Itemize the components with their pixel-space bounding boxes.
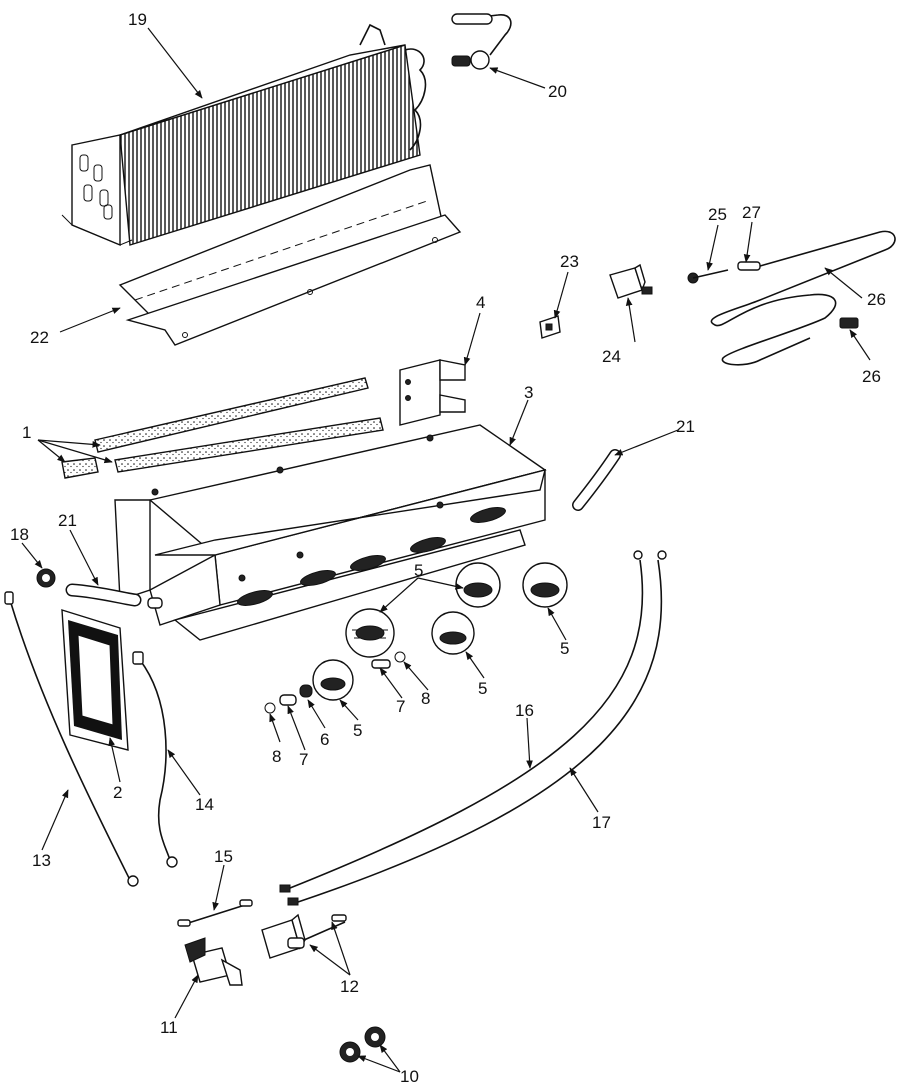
callout-10: 10	[400, 1067, 419, 1086]
callout-19: 19	[128, 10, 147, 29]
wire-lead-13	[4, 591, 139, 887]
callout-26-upper: 26	[867, 290, 886, 309]
callout-5-mid: 5	[478, 679, 487, 698]
evaporator-coil	[61, 23, 427, 247]
clip-ring-left	[264, 702, 276, 714]
callout-22: 22	[30, 328, 49, 347]
callout-13: 13	[32, 851, 51, 870]
drain-tube-right	[572, 449, 621, 511]
drain-pan	[118, 164, 462, 346]
callout-8-left: 8	[272, 747, 281, 766]
callout-6: 6	[320, 730, 329, 749]
callout-2: 2	[113, 783, 122, 802]
vent-nozzle-top	[455, 562, 501, 608]
callout-11: 11	[160, 1018, 178, 1037]
insulation-strips	[61, 377, 384, 479]
callout-1: 1	[22, 423, 31, 442]
spring	[299, 684, 313, 698]
callout-8-right: 8	[421, 689, 430, 708]
sensor-capillary	[687, 230, 896, 366]
pin-left	[279, 694, 297, 706]
wire-lead-17	[287, 550, 667, 906]
callout-23: 23	[560, 252, 579, 271]
wire-lead-15	[177, 899, 253, 927]
callout-7-right: 7	[396, 697, 405, 716]
vent-nozzle-mid	[431, 611, 475, 655]
wire-lead-14	[132, 651, 178, 868]
control-knobs	[339, 1026, 386, 1063]
callout-12: 12	[340, 977, 359, 996]
pin-right	[371, 659, 391, 669]
drain-tube-left	[65, 583, 163, 609]
thermostat	[609, 263, 653, 299]
clip-ring-right	[394, 651, 406, 663]
callout-21-right: 21	[676, 417, 695, 436]
expansion-valve	[451, 13, 512, 70]
rotary-switch-11	[184, 937, 243, 986]
switch-12	[261, 913, 347, 959]
callout-21-left: 21	[58, 511, 77, 530]
callout-17: 17	[592, 813, 611, 832]
callout-25: 25	[708, 205, 727, 224]
callout-7-left: 7	[299, 750, 308, 769]
callout-4: 4	[476, 293, 485, 312]
wire-lead-16	[279, 550, 644, 893]
callout-labels: 19 20 22 23 24 25 27 26 26 4 3 1 21 21 1…	[10, 10, 886, 1086]
callout-24: 24	[602, 347, 621, 366]
callout-15: 15	[214, 847, 233, 866]
callout-26-lower: 26	[862, 367, 881, 386]
vent-nozzle-small	[312, 659, 354, 701]
air-duct-housing	[114, 424, 547, 641]
callout-5-top: 5	[414, 561, 423, 580]
callout-3: 3	[524, 383, 533, 402]
callout-16: 16	[515, 701, 534, 720]
callout-20: 20	[548, 82, 567, 101]
callout-27: 27	[742, 203, 761, 222]
vent-nozzle-large	[345, 608, 395, 658]
callout-14: 14	[195, 795, 214, 814]
leader-lines	[21, 27, 871, 1073]
mounting-bracket	[399, 359, 466, 426]
retaining-clip	[539, 315, 561, 339]
callout-5-low: 5	[353, 721, 362, 740]
grommet	[36, 568, 56, 588]
gasket-frame	[61, 609, 129, 751]
vent-nozzle-right	[522, 562, 568, 608]
callout-18: 18	[10, 525, 29, 544]
callout-5-right: 5	[560, 639, 569, 658]
